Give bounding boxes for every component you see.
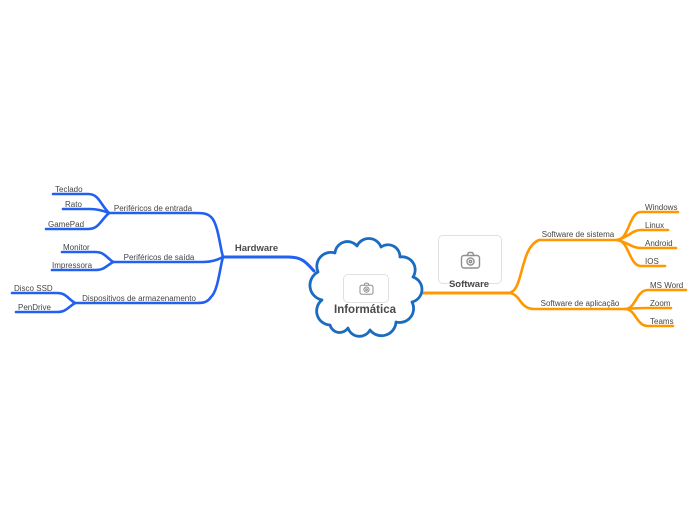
node-windows[interactable]: Windows [645, 203, 678, 212]
line-perifericos-entrada [107, 211, 225, 259]
software-branch-lines [415, 210, 688, 328]
line-teclado [51, 192, 111, 215]
node-pendrive[interactable]: PenDrive [18, 303, 51, 312]
line-gamepad [44, 211, 111, 231]
line-linux [615, 228, 670, 242]
line-impressora [50, 260, 115, 272]
line-ios [615, 238, 667, 268]
root-image-placeholder[interactable] [343, 274, 389, 303]
line-software-aplicacao [506, 291, 627, 311]
node-perifericos-saida[interactable]: Periféricos de saída [123, 253, 195, 262]
node-ios[interactable]: IOS [645, 257, 659, 266]
node-disco-ssd[interactable]: Disco SSD [14, 284, 53, 293]
node-android[interactable]: Android [645, 239, 673, 248]
line-dispositivos-armazenamento [73, 255, 225, 305]
line-pendrive [14, 301, 77, 314]
node-ms-word[interactable]: MS Word [650, 281, 684, 290]
node-hardware[interactable]: Hardware [234, 243, 279, 254]
node-perifericos-entrada[interactable]: Periféricos de entrada [113, 204, 193, 213]
node-monitor[interactable]: Monitor [63, 243, 90, 252]
node-software-aplicacao[interactable]: Software de aplicação [540, 299, 620, 308]
hardware-branch-lines [10, 192, 316, 314]
node-dispositivos-armazenamento[interactable]: Dispositivos de armazenamento [82, 294, 196, 303]
camera-placeholder-icon [358, 282, 374, 295]
node-zoom[interactable]: Zoom [650, 299, 671, 308]
root-node-label[interactable]: Informática [334, 304, 396, 316]
node-gamepad[interactable]: GamePad [48, 220, 85, 229]
line-zoom [623, 306, 673, 311]
line-disco-ssd [10, 291, 77, 305]
line-monitor [60, 250, 115, 264]
line-rato [61, 207, 111, 215]
node-software-sistema[interactable]: Software de sistema [541, 230, 615, 239]
node-rato[interactable]: Rato [65, 200, 82, 209]
node-teclado[interactable]: Teclado [55, 185, 83, 194]
node-software[interactable]: Software [448, 279, 490, 290]
node-impressora[interactable]: Impressora [52, 261, 93, 270]
camera-placeholder-icon [460, 251, 481, 269]
line-perifericos-saida [111, 255, 225, 264]
node-linux[interactable]: Linux [645, 221, 665, 230]
software-image-placeholder[interactable] [438, 235, 502, 284]
line-teams [623, 307, 675, 328]
node-teams[interactable]: Teams [650, 317, 674, 326]
line-software-sistema [506, 238, 619, 295]
line-hardware-spine [221, 255, 316, 273]
